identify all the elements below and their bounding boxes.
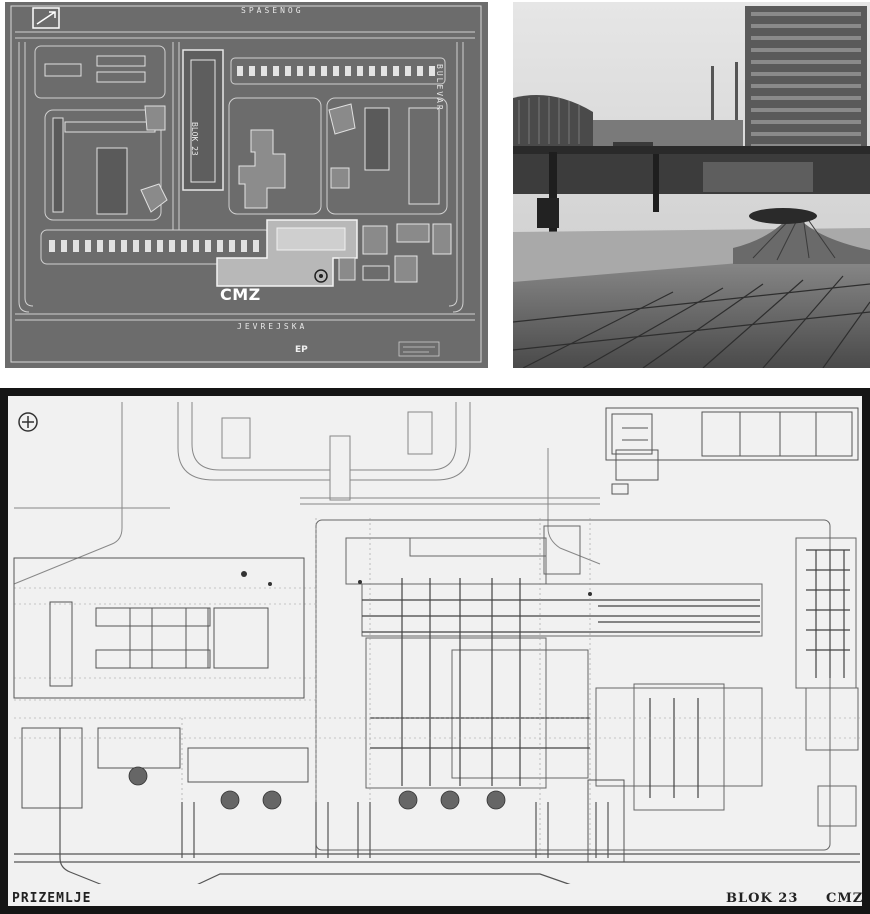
ground-floor-plan: PRIZEMLJE BLOK 23 CMZ <box>0 388 870 914</box>
floor-plan-cmz-label: CMZ <box>826 891 864 906</box>
block-label: BLOK 23 <box>190 122 199 156</box>
building-photo <box>513 2 870 368</box>
street-name-bottom: JEVREJSKA <box>237 322 308 331</box>
street-name-right: BULEVAR <box>435 64 444 112</box>
plan-number: EP <box>295 345 308 355</box>
cmz-area-label: CMZ <box>220 285 261 304</box>
street-name-top: SPASENOG <box>241 6 304 15</box>
floor-plan-block-label: BLOK 23 <box>726 891 799 906</box>
site-plan-image: SPASENOG JEVREJSKA BULEVAR BLOK 23 CMZ E… <box>5 2 488 368</box>
floor-plan-title: PRIZEMLJE <box>12 891 92 906</box>
